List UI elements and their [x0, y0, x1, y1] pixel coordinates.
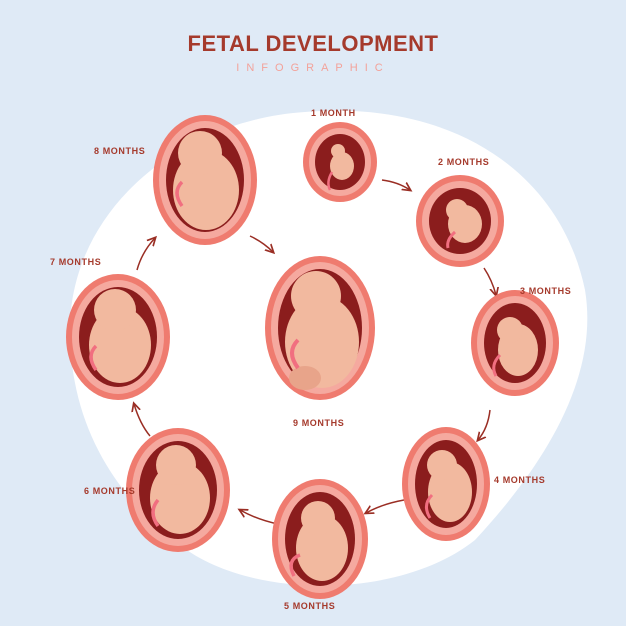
page-title: FETAL DEVELOPMENT [187, 31, 439, 56]
arrow-icon [381, 179, 410, 190]
stage-7-months [66, 274, 170, 400]
stage-label-8-months: 8 MONTHS [94, 146, 146, 156]
stage-4-months [402, 427, 490, 541]
arrow-icon [478, 409, 491, 440]
fetus-icon [446, 199, 482, 249]
arrow-icon [134, 404, 151, 437]
fetus-icon [89, 289, 151, 383]
fetus-icon [492, 317, 538, 377]
stage-5-months [272, 479, 368, 599]
stage-label-3-months: 3 MONTHS [520, 286, 572, 296]
stage-label-7-months: 7 MONTHS [50, 257, 102, 267]
arrow-icon [366, 499, 405, 513]
stage-8-months [153, 115, 257, 245]
arrow-icon [136, 238, 155, 271]
arrows [134, 179, 496, 525]
page-subtitle: INFOGRAPHIC [236, 62, 390, 74]
stage-label-4-months: 4 MONTHS [494, 475, 546, 485]
fetus-icon [425, 450, 472, 522]
stage-label-5-months: 5 MONTHS [284, 601, 336, 611]
stage-label-2-months: 2 MONTHS [438, 157, 490, 167]
arrow-icon [249, 235, 273, 252]
stage-label-1-month: 1 MONTH [311, 108, 356, 118]
fetus-icon [285, 271, 359, 390]
arrow-icon [483, 267, 496, 295]
fetus-icon [289, 501, 348, 581]
stage-label-6-months: 6 MONTHS [84, 486, 136, 496]
stage-3-months [471, 290, 559, 396]
stage-9-months [265, 256, 375, 400]
fetus-icon [327, 144, 354, 191]
stage-6-months [126, 428, 230, 552]
stage-1-month [303, 122, 377, 202]
fetus-icon [173, 131, 239, 230]
stage-2-months [416, 175, 504, 267]
stage-label-9-months: 9 MONTHS [293, 418, 345, 428]
fetus-icon [150, 445, 210, 534]
